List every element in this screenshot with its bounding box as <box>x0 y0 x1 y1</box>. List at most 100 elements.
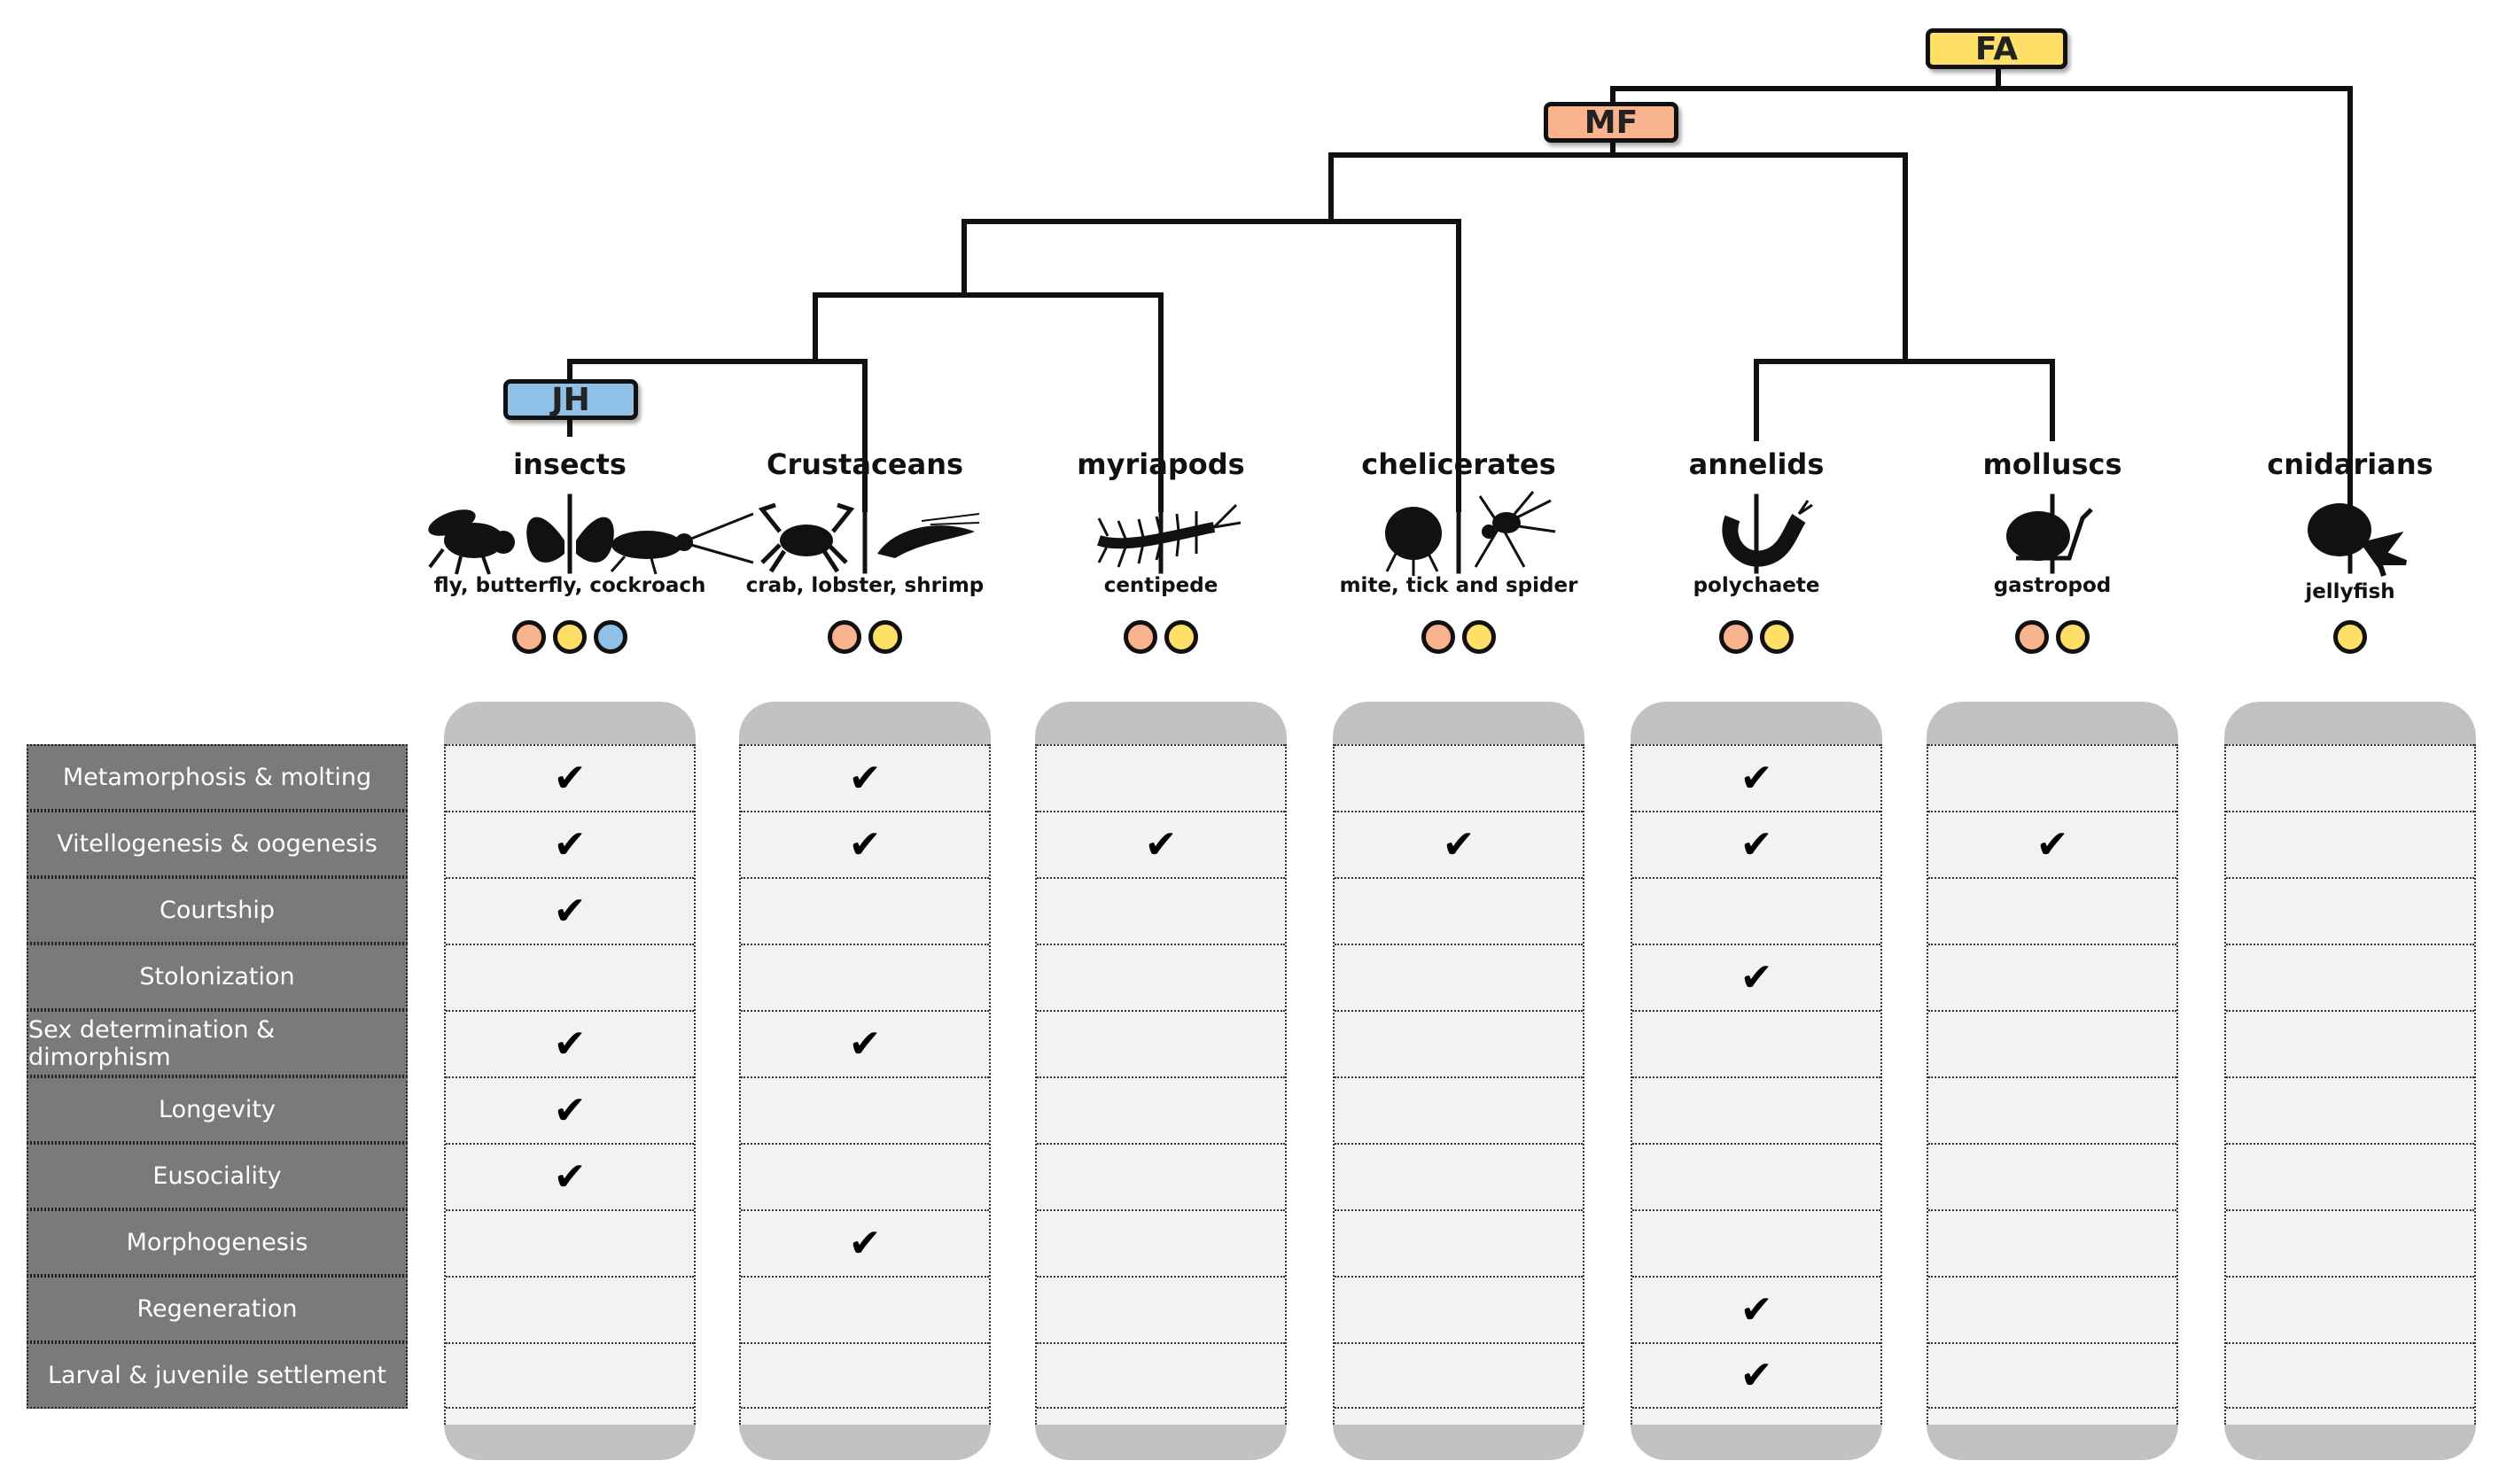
taxon-examples-annelids: polychaete <box>1693 574 1820 597</box>
check-mark-icon: ✔ <box>1740 755 1773 801</box>
crab-icon <box>758 502 855 573</box>
matrix-cell <box>1928 1010 2176 1076</box>
matrix-cell <box>1335 744 1583 811</box>
check-mark-icon: ✔ <box>553 755 587 801</box>
hormone-dot-mf <box>1719 620 1753 654</box>
column-grid: ✔ <box>1333 744 1584 1425</box>
matrix-cell: ✔ <box>446 811 694 877</box>
matrix-cell <box>446 1342 694 1409</box>
matrix-cell <box>741 877 989 944</box>
taxon-examples-myriapods: centipede <box>1103 574 1218 597</box>
matrix-cell <box>446 1209 694 1276</box>
matrix-cell <box>741 944 989 1010</box>
jh-node-label: JH <box>503 379 638 420</box>
matrix-cell <box>2226 1076 2474 1143</box>
tree-branch <box>1328 139 1908 361</box>
hormone-dot-fa <box>553 620 587 654</box>
check-mark-icon: ✔ <box>1740 821 1773 867</box>
matrix-cell <box>1928 944 2176 1010</box>
mf-label-text: MF <box>1584 104 1639 141</box>
column-cap-bottom <box>444 1425 696 1460</box>
matrix-cell <box>1335 944 1583 1010</box>
matrix-cell: ✔ <box>741 1209 989 1276</box>
mf-node-label: MF <box>1544 102 1678 143</box>
column-grid: ✔✔✔✔ <box>739 744 991 1425</box>
hormone-dot-jh <box>594 620 627 654</box>
matrix-cell: ✔ <box>446 744 694 811</box>
taxon-column-myriapods: ✔ <box>1035 702 1287 1460</box>
taxon-column-annelids: ✔ ✔ ✔ ✔ ✔ <box>1631 702 1882 1460</box>
matrix-cell <box>1037 944 1285 1010</box>
matrix-cell <box>1632 877 1880 944</box>
function-row-label: Vitellogenesis & oogenesis <box>27 811 408 877</box>
matrix-cell <box>2226 811 2474 877</box>
matrix-cell <box>1335 1276 1583 1342</box>
tree-branch <box>813 292 1164 512</box>
hormone-dot-mf <box>1124 620 1157 654</box>
check-mark-icon: ✔ <box>1740 1286 1773 1332</box>
hormone-dot-fa <box>1164 620 1198 654</box>
matrix-cell <box>1632 1143 1880 1209</box>
fa-label-text: FA <box>1974 30 2019 67</box>
check-mark-icon: ✔ <box>848 755 882 801</box>
hormone-dot-fa <box>1462 620 1496 654</box>
column-cap-top <box>1631 702 1882 744</box>
check-mark-icon: ✔ <box>1442 821 1475 867</box>
check-mark-icon: ✔ <box>848 1220 882 1266</box>
taxon-column-chelicerates: ✔ <box>1333 702 1584 1460</box>
check-mark-icon: ✔ <box>553 888 587 934</box>
tree-branch <box>1754 359 2055 441</box>
check-mark-icon: ✔ <box>1740 1352 1773 1398</box>
matrix-cell: ✔ <box>446 1143 694 1209</box>
matrix-cell <box>2226 1209 2474 1276</box>
function-row-label: Stolonization <box>27 944 408 1010</box>
taxon-examples-molluscs: gastropod <box>1993 574 2112 597</box>
matrix-cell <box>1037 877 1285 944</box>
matrix-cell <box>1037 1076 1285 1143</box>
column-cap-bottom <box>1333 1425 1584 1460</box>
matrix-cell <box>1335 1076 1583 1143</box>
check-mark-icon: ✔ <box>848 1021 882 1067</box>
matrix-cell <box>1037 1010 1285 1076</box>
matrix-cell <box>1928 1076 2176 1143</box>
matrix-cell: ✔ <box>741 1010 989 1076</box>
check-mark-icon: ✔ <box>553 821 587 867</box>
matrix-cell <box>2226 1010 2474 1076</box>
taxon-examples-crustaceans: crab, lobster, shrimp <box>745 574 985 597</box>
taxon-name-chelicerates: chelicerates <box>1361 447 1556 481</box>
taxon-examples-insects: fly, butterfly, cockroach <box>433 574 706 597</box>
polychaete-icon <box>1722 500 1813 567</box>
matrix-cell <box>741 1342 989 1409</box>
check-mark-icon: ✔ <box>1740 954 1773 1000</box>
matrix-cell <box>2226 1276 2474 1342</box>
spider-icon <box>1474 491 1556 568</box>
taxon-name-cnidarians: cnidarians <box>2267 447 2433 481</box>
fly-icon <box>428 509 515 575</box>
taxon-name-molluscs: molluscs <box>1982 447 2122 481</box>
matrix-cell <box>446 944 694 1010</box>
tree-branch <box>567 359 868 512</box>
matrix-cell <box>2226 877 2474 944</box>
column-cap-top <box>1035 702 1287 744</box>
matrix-cell <box>1928 1143 2176 1209</box>
matrix-cell: ✔ <box>1632 1276 1880 1342</box>
matrix-cell <box>741 1076 989 1143</box>
column-cap-top <box>1927 702 2178 744</box>
taxon-column-molluscs: ✔ <box>1927 702 2178 1460</box>
matrix-cell <box>1928 1209 2176 1276</box>
matrix-cell <box>2226 944 2474 1010</box>
matrix-cell <box>1037 1209 1285 1276</box>
fa-node-label: FA <box>1926 28 2067 69</box>
taxon-examples-chelicerates: mite, tick and spider <box>1339 574 1578 597</box>
matrix-cell <box>741 1276 989 1342</box>
column-grid <box>2224 744 2476 1425</box>
taxon-name-crustaceans: Crustaceans <box>766 447 964 481</box>
gastropod-icon <box>2006 508 2093 561</box>
taxon-name-myriapods: myriapods <box>1077 447 1245 481</box>
matrix-cell <box>1632 1010 1880 1076</box>
matrix-cell: ✔ <box>1632 1342 1880 1409</box>
matrix-cell <box>2226 744 2474 811</box>
column-cap-top <box>444 702 696 744</box>
matrix-cell <box>1037 744 1285 811</box>
